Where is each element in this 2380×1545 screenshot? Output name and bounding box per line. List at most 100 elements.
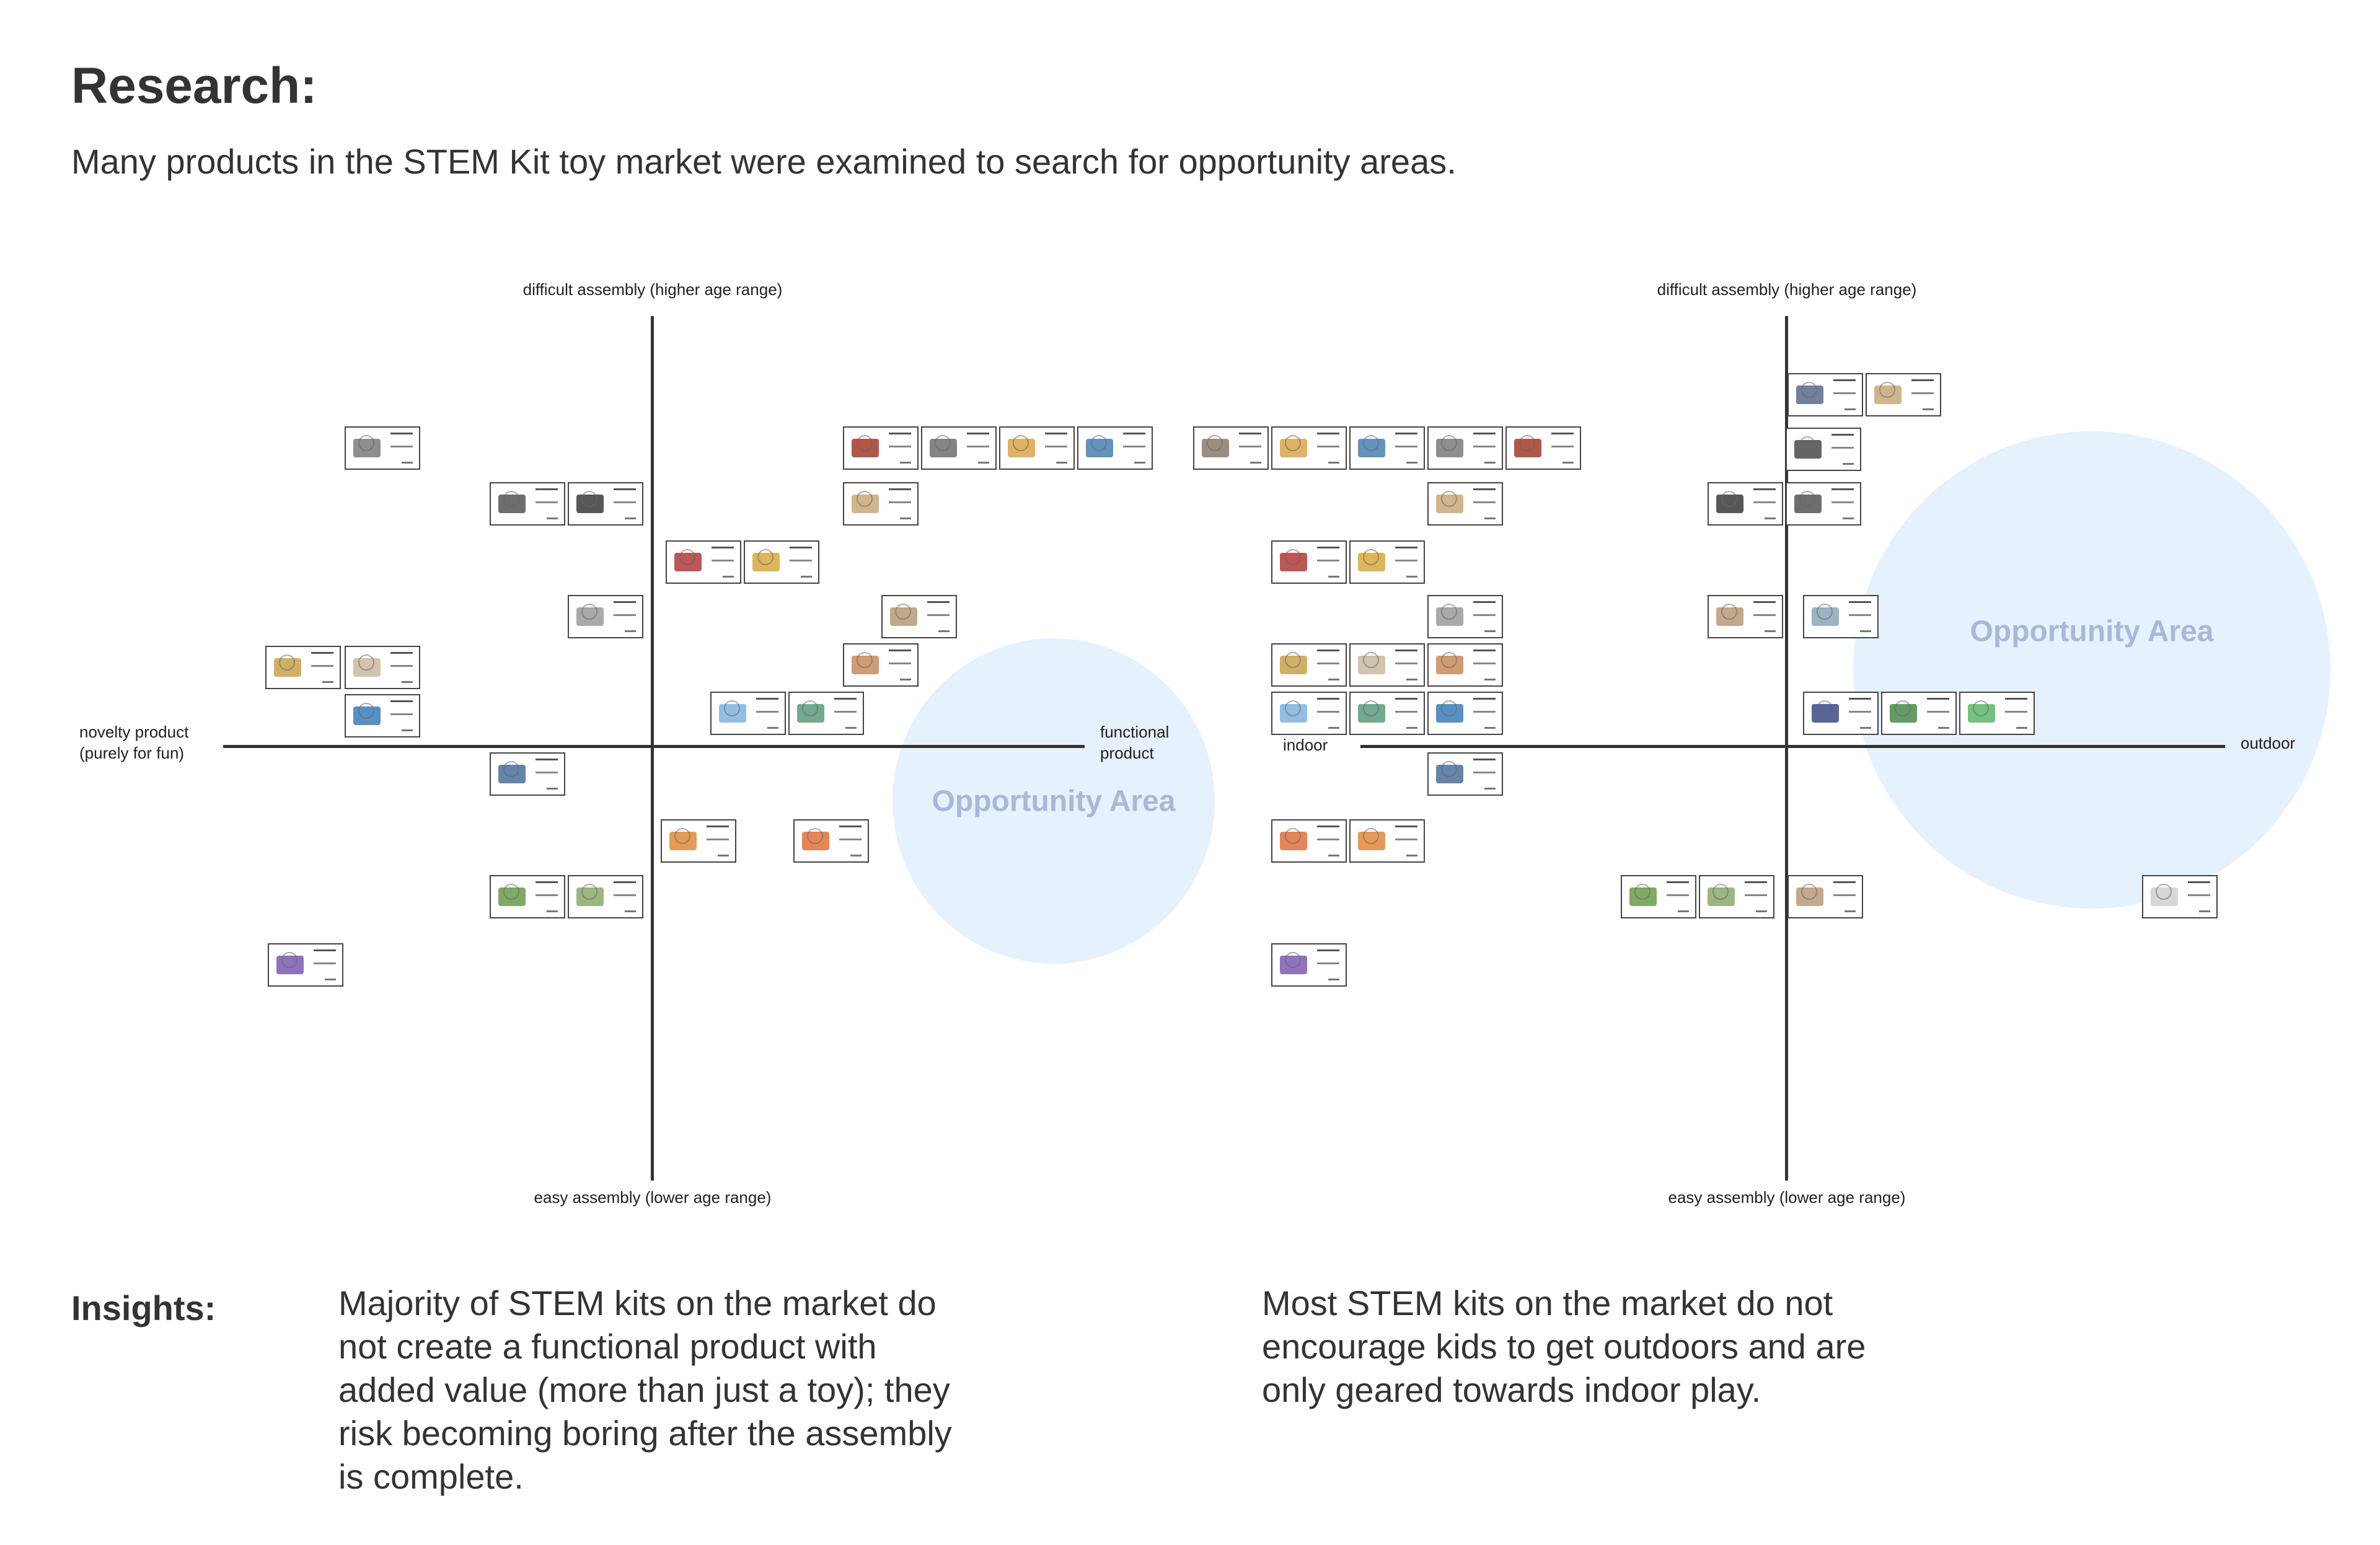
insight-text-right: Most STEM kits on the market do not enco… [1262,1283,1866,1409]
product-image [671,547,708,580]
product-image [573,601,610,635]
product-card [345,426,420,470]
product-image [886,601,923,635]
product-image [1354,433,1391,466]
product-card [1505,426,1581,470]
product-image [1432,433,1470,466]
product-image [1712,601,1750,635]
product-image [1792,881,1830,915]
product-card [490,482,565,526]
product-image [1354,825,1391,859]
product-image [1886,698,1923,731]
product-image [573,488,610,522]
product-card [1803,595,1879,638]
product-card [268,943,343,987]
product-card [1193,426,1269,470]
product-image [1276,433,1313,466]
product-card [490,752,565,796]
product-card [999,426,1075,470]
product-card [1427,643,1503,687]
product-card [921,426,997,470]
product-image [1510,433,1548,466]
product-card [2142,875,2218,918]
product-card [1699,875,1774,918]
product-card [1427,426,1503,470]
product-image [1276,649,1313,683]
product-card [843,426,919,470]
axis-label-top: difficult assembly (higher age range) [1657,280,1917,299]
product-card [345,646,420,689]
axis-label-right: functional product [1100,723,1170,762]
product-card [1349,643,1425,687]
product-image [1004,433,1041,466]
product-card [1427,752,1503,796]
product-card [1271,819,1347,863]
product-card [1427,595,1503,638]
product-image [749,547,786,580]
product-card [1959,692,2035,735]
product-image [1704,881,1741,915]
product-image [715,698,752,731]
product-card [788,692,864,735]
product-image [1354,547,1391,580]
product-card [568,595,643,638]
product-card [1271,540,1347,584]
product-card [661,819,736,863]
product-card [265,646,341,689]
product-image [1432,601,1470,635]
product-image [2147,881,2184,915]
axis-label-left: indoor [1283,736,1328,754]
product-image [1432,649,1470,683]
product-card [1427,482,1503,526]
product-image [1871,379,1908,413]
product-image [1808,698,1845,731]
product-card [1349,692,1425,735]
product-card [1787,875,1863,918]
product-card [843,643,919,687]
product-card [1427,692,1503,735]
product-card [568,482,643,526]
product-card [1786,482,1861,526]
product-card [1349,819,1425,863]
product-image [573,881,610,915]
product-card [1786,428,1861,471]
product-image [848,488,885,522]
product-card [568,875,643,918]
product-image [1354,698,1391,731]
product-image [270,652,307,685]
product-card [1077,426,1153,470]
axis-label-bottom: easy assembly (lower age range) [534,1188,772,1207]
positioning-map-functionality: Opportunity Area difficult assembly (hig… [56,266,1221,1215]
product-image [1964,698,2001,731]
axis-label-left: novelty product (purely for fun) [79,723,189,762]
product-image [666,825,703,859]
product-image [1432,759,1470,792]
product-image [1082,433,1119,466]
product-image [1792,379,1830,413]
product-image [350,433,387,466]
product-card [1708,595,1783,638]
product-card [1881,692,1957,735]
vertical-axis [651,316,654,1181]
axis-label-right: outdoor [2241,734,2296,752]
opportunity-area: Opportunity Area [1853,431,2330,909]
product-image [1626,881,1663,915]
product-card [710,692,786,735]
product-card [1271,692,1347,735]
product-image [798,825,835,859]
product-image [1712,488,1750,522]
product-card [1271,643,1347,687]
product-card [490,875,565,918]
product-card [1866,373,1941,416]
product-image [1791,488,1828,522]
product-image [350,700,387,734]
product-card [1787,373,1863,416]
product-image [1808,601,1845,635]
product-card [1271,426,1347,470]
product-card [1349,426,1425,470]
product-image [848,649,885,683]
horizontal-axis [1360,745,2225,748]
product-image [1276,825,1313,859]
product-image [1791,434,1828,467]
product-image [350,652,387,685]
